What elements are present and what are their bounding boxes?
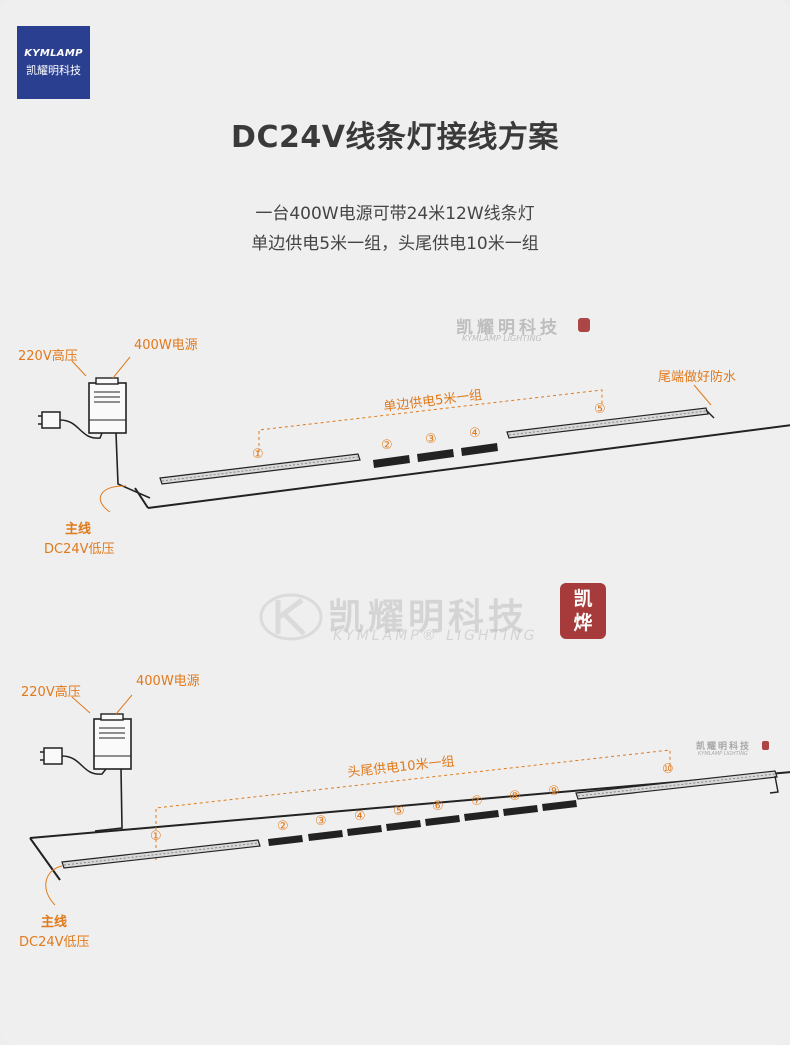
number-label-3: ③ <box>425 432 437 447</box>
label-low-voltage: DC24V低压 <box>44 542 115 557</box>
light-bar-2-6 <box>425 815 460 826</box>
number-label-5: ⑤ <box>594 402 606 417</box>
surface-outline-1 <box>134 424 790 509</box>
leader-high-voltage <box>71 360 87 377</box>
seal-text: 凯烨 <box>573 588 593 634</box>
tail-feed-wire-2 <box>769 775 779 794</box>
watermark-small-cn: 凯耀明科技 <box>456 318 561 338</box>
number-label-2-2: ② <box>277 819 289 834</box>
number-label-2-10: ⑩ <box>662 762 674 777</box>
light-bar-2-9 <box>542 800 577 811</box>
main-line-wire-2 <box>94 768 123 832</box>
small-seal-icon <box>578 318 590 332</box>
number-label-2-1: ① <box>150 829 162 844</box>
label-power-supply: 400W电源 <box>134 338 198 353</box>
logo-text-en: KYMLAMP <box>24 48 83 59</box>
label-main-line: 主线 <box>65 522 92 537</box>
label-power-supply-2: 400W电源 <box>136 674 200 689</box>
leader-high-voltage-2 <box>71 696 91 714</box>
light-bar-2-7 <box>464 810 499 821</box>
leader-main-line-2 <box>45 865 63 906</box>
number-label-2-6: ⑥ <box>432 799 444 814</box>
number-label-2-7: ⑦ <box>471 794 483 809</box>
label-main-line-2: 主线 <box>41 915 68 930</box>
light-bar-2-3 <box>308 830 343 841</box>
light-bar-2 <box>373 455 410 468</box>
tiny-seal-icon <box>762 741 769 750</box>
leader-main-line <box>99 485 127 513</box>
number-label-2-5: ⑤ <box>393 804 405 819</box>
light-bar-2-8 <box>503 805 538 816</box>
subtitle-line-2: 单边供电5米一组，头尾供电10米一组 <box>251 234 539 254</box>
leader-power-supply-2 <box>115 694 133 715</box>
leader-tail <box>693 384 712 406</box>
brand-logo: KYMLAMP 凯耀明科技 <box>17 26 90 99</box>
number-label-4: ④ <box>469 426 481 441</box>
page-title: DC24V线条灯接线方案 <box>231 120 559 155</box>
plug-icon <box>38 411 103 439</box>
plug-icon-2 <box>40 747 107 775</box>
watermark-k-logo-icon <box>259 593 323 641</box>
subtitle-line-1: 一台400W电源可带24米12W线条灯 <box>255 204 535 224</box>
label-high-voltage-2: 220V高压 <box>21 685 81 700</box>
watermark-large-cn: 凯耀明科技 <box>328 597 529 638</box>
watermark-tiny-en: KYMLAMP LIGHTING <box>698 751 748 757</box>
label-low-voltage-2: DC24V低压 <box>19 935 90 950</box>
number-label-2-4: ④ <box>354 809 366 824</box>
light-bar-5 <box>506 407 709 439</box>
tail-end-cap-icon <box>705 409 715 419</box>
main-line-wire <box>115 432 151 499</box>
light-bar-2-4 <box>347 825 382 836</box>
watermark-large-en: KYMLAMP® LIGHTING <box>333 628 538 644</box>
light-bar-1 <box>159 453 361 485</box>
power-supply-icon <box>88 377 127 434</box>
leader-power-supply <box>112 356 131 379</box>
light-bar-2-2 <box>268 835 303 846</box>
light-bar-2-1 <box>61 839 261 869</box>
logo-text-cn: 凯耀明科技 <box>26 64 81 77</box>
number-label-2-8: ⑧ <box>509 789 521 804</box>
label-high-voltage: 220V高压 <box>18 349 78 364</box>
seal-stamp: 凯烨 <box>560 583 606 639</box>
number-label-1: ① <box>252 447 264 462</box>
number-label-2-9: ⑨ <box>548 784 560 799</box>
label-tail-waterproof: 尾端做好防水 <box>658 370 737 385</box>
light-bar-2-5 <box>386 820 421 831</box>
light-bar-4 <box>461 443 498 456</box>
light-bar-3 <box>417 449 454 462</box>
watermark-small-en: KYMLAMP LIGHTING <box>462 334 542 343</box>
watermark-tiny-cn: 凯耀明科技 <box>696 742 752 752</box>
light-bar-2-10 <box>575 770 778 800</box>
group-bracket-2 <box>155 749 671 860</box>
power-supply-icon-2 <box>93 713 132 770</box>
number-label-2: ② <box>381 438 393 453</box>
number-label-2-3: ③ <box>315 814 327 829</box>
group-bracket <box>258 389 603 452</box>
